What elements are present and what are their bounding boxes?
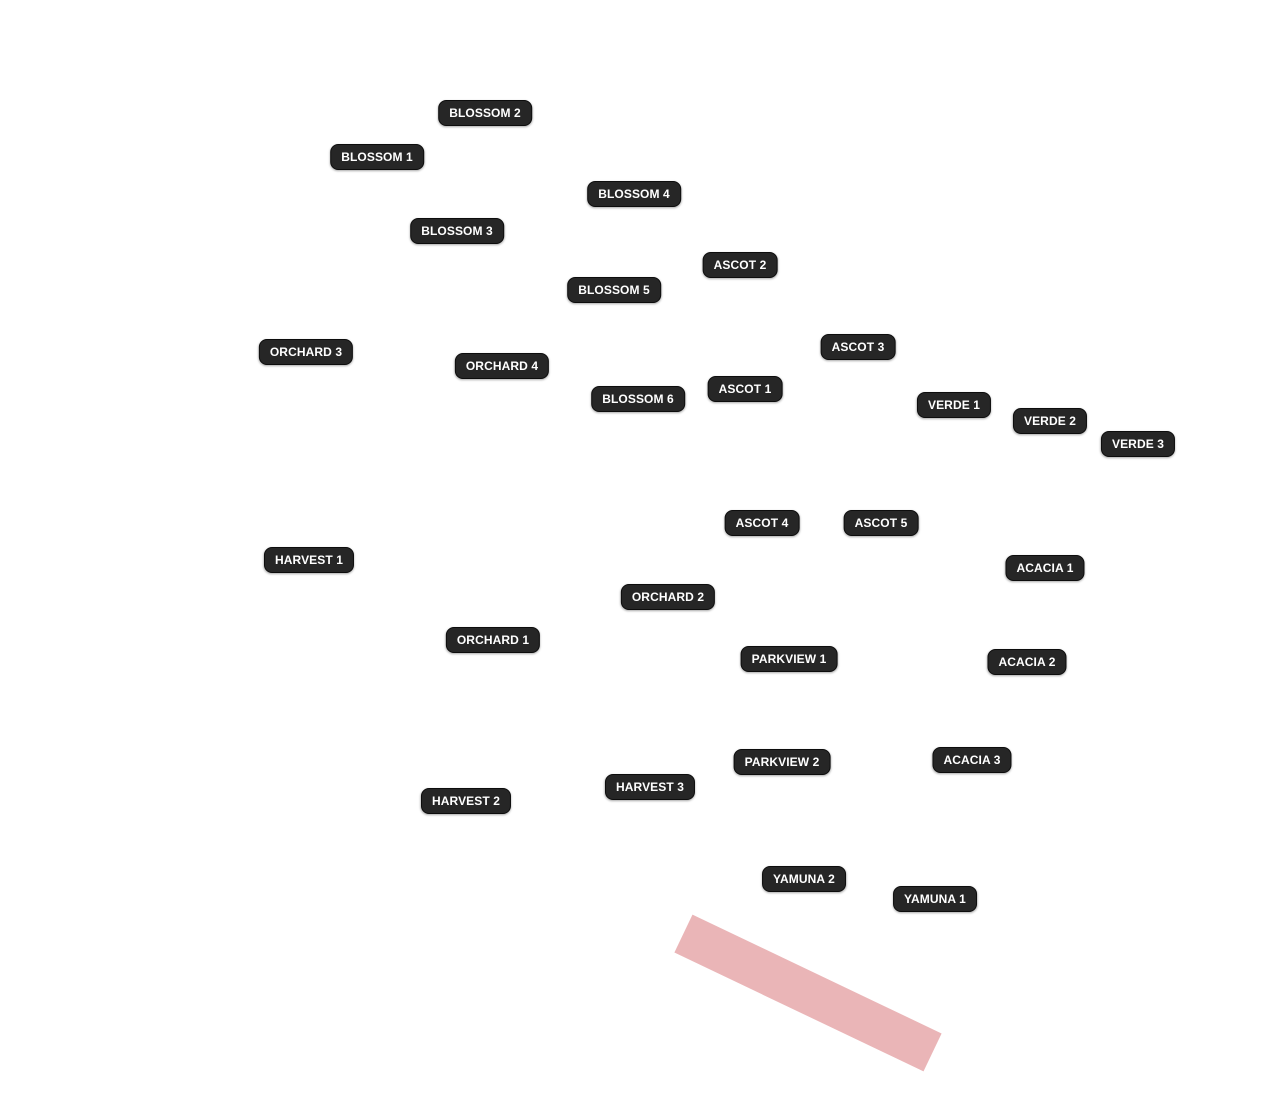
marker-ascot-2[interactable]: ASCOT 2: [702, 252, 778, 278]
marker-verde-1[interactable]: VERDE 1: [916, 392, 992, 418]
marker-blossom-3[interactable]: BLOSSOM 3: [410, 218, 504, 244]
marker-orchard-1[interactable]: ORCHARD 1: [445, 627, 541, 653]
marker-verde-3[interactable]: VERDE 3: [1100, 431, 1176, 457]
marker-ascot-4[interactable]: ASCOT 4: [724, 510, 800, 536]
marker-orchard-2[interactable]: ORCHARD 2: [620, 584, 716, 610]
marker-blossom-6[interactable]: BLOSSOM 6: [591, 386, 685, 412]
marker-blossom-4[interactable]: BLOSSOM 4: [587, 181, 681, 207]
marker-acacia-2[interactable]: ACACIA 2: [987, 649, 1067, 675]
marker-harvest-1[interactable]: HARVEST 1: [263, 547, 355, 573]
marker-blossom-2[interactable]: BLOSSOM 2: [438, 100, 532, 126]
marker-ascot-3[interactable]: ASCOT 3: [820, 334, 896, 360]
marker-acacia-3[interactable]: ACACIA 3: [932, 747, 1012, 773]
marker-blossom-5[interactable]: BLOSSOM 5: [567, 277, 661, 303]
marker-parkview-1[interactable]: PARKVIEW 1: [740, 646, 838, 672]
marker-yamuna-2[interactable]: YAMUNA 2: [762, 866, 846, 892]
marker-ascot-5[interactable]: ASCOT 5: [843, 510, 919, 536]
marker-parkview-2[interactable]: PARKVIEW 2: [733, 749, 831, 775]
marker-harvest-2[interactable]: HARVEST 2: [420, 788, 512, 814]
marker-orchard-4[interactable]: ORCHARD 4: [454, 353, 550, 379]
marker-verde-2[interactable]: VERDE 2: [1012, 408, 1088, 434]
marker-blossom-1[interactable]: BLOSSOM 1: [330, 144, 424, 170]
marker-yamuna-1[interactable]: YAMUNA 1: [893, 886, 977, 912]
marker-harvest-3[interactable]: HARVEST 3: [604, 774, 696, 800]
marker-acacia-1[interactable]: ACACIA 1: [1005, 555, 1085, 581]
highlighted-road-segment: [674, 914, 942, 1072]
marker-ascot-1[interactable]: ASCOT 1: [707, 376, 783, 402]
marker-orchard-3[interactable]: ORCHARD 3: [258, 339, 354, 365]
